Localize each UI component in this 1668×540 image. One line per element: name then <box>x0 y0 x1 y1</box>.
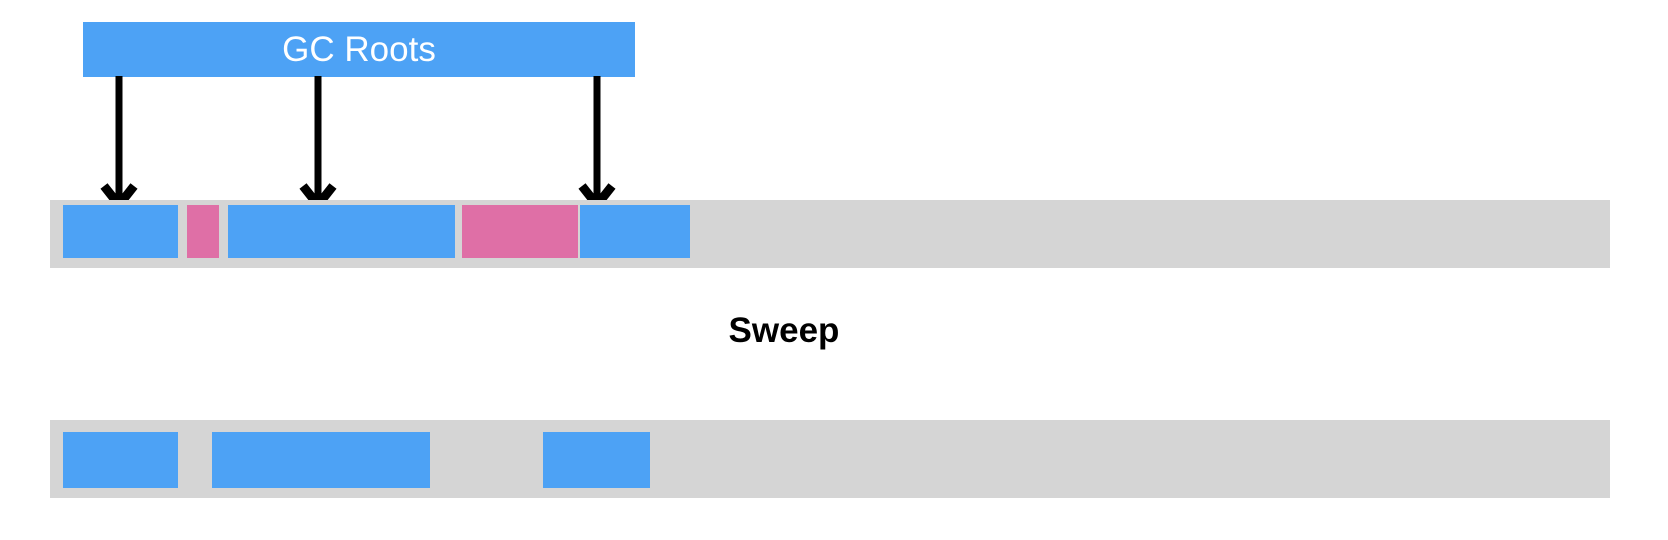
gc-roots-box: GC Roots <box>83 22 635 77</box>
garbage-block-1 <box>187 205 219 258</box>
live-block-1 <box>63 205 178 258</box>
heap-after-sweep <box>50 420 1610 498</box>
sweep-stage-label: Sweep <box>728 311 840 350</box>
live-block-3-swept <box>212 432 430 488</box>
garbage-block-2 <box>462 205 578 258</box>
heap-before-sweep <box>50 200 1610 268</box>
live-block-3 <box>228 205 455 258</box>
live-block-5-swept <box>543 432 650 488</box>
live-block-5 <box>580 205 690 258</box>
gc-roots-label: GC Roots <box>282 30 436 69</box>
live-block-1-swept <box>63 432 178 488</box>
